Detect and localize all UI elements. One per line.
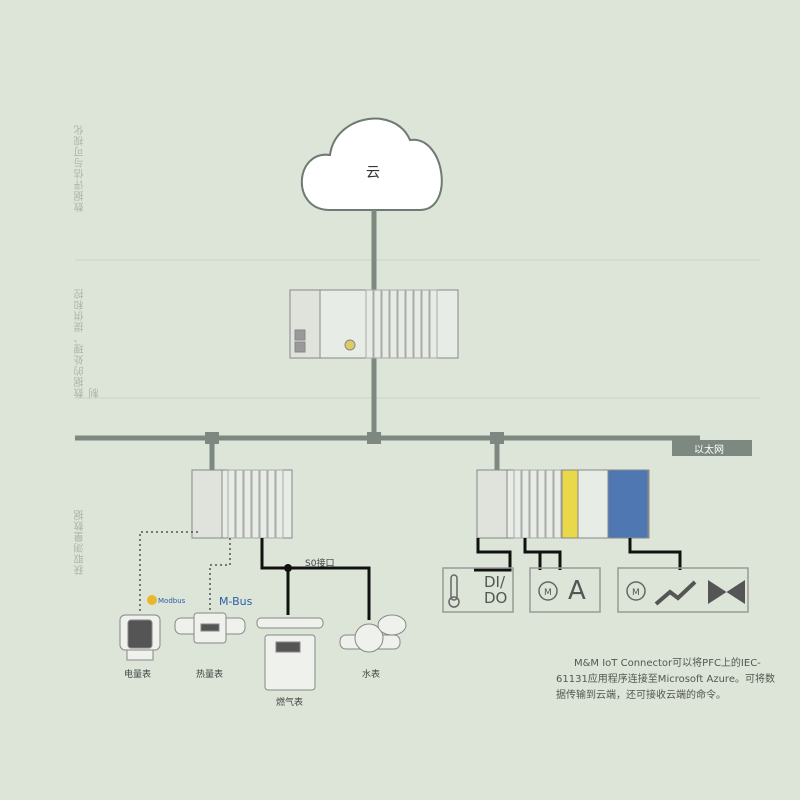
cloud-shape [300, 117, 443, 211]
ethernet-label: 以太网 [694, 445, 724, 456]
terminal-module [397, 289, 406, 359]
terminal-module [381, 289, 390, 359]
terminal-module [275, 469, 284, 539]
ethernet-label-bg [672, 440, 752, 456]
terminal-module [373, 289, 382, 359]
terminal-module [405, 289, 414, 359]
s0-interface-label: S0接口 [305, 559, 335, 569]
svg-text:M: M [544, 588, 552, 598]
terminal-module [429, 289, 438, 359]
terminal-module [243, 469, 252, 539]
meter-label: 水表 [362, 670, 381, 680]
terminal-module [513, 469, 522, 539]
svg-text:Modbus: Modbus [158, 597, 186, 605]
analog-label: A [568, 576, 586, 606]
gas-meter-icon [256, 617, 324, 691]
terminal-module [389, 289, 398, 359]
terminal-module [421, 289, 430, 359]
terminal-module [235, 469, 244, 539]
cloud-label: 云 [366, 165, 380, 181]
label-acquisition: 获取测量数据 [75, 509, 86, 575]
terminal-module [365, 289, 374, 359]
terminal-module [529, 469, 538, 539]
svg-text:M-Bus: M-Bus [219, 595, 253, 608]
dido-label: DI/DO [484, 573, 508, 607]
terminal-module [251, 469, 260, 539]
terminal-module [227, 469, 236, 539]
io-node-left [191, 469, 293, 539]
valve-icon [708, 580, 745, 604]
io-node-right [476, 469, 650, 539]
terminal-module [553, 469, 562, 539]
modbus-logo-icon: Modbus [147, 595, 186, 605]
water-meter-icon [339, 614, 407, 653]
terminal-module [545, 469, 554, 539]
meter-label: 热量表 [196, 670, 224, 680]
label-processing: 数据的处理、提供和控制 [75, 288, 101, 398]
description-note: M&M IoT Connector可以将PFC上的IEC-61131应用程序连接… [556, 658, 775, 701]
meter-label: 燃气表 [276, 698, 304, 708]
terminal-module [413, 289, 422, 359]
label-visualization: 数据评估与可视化 [75, 124, 86, 212]
svg-text:M: M [632, 588, 640, 598]
meter-label: 电量表 [124, 670, 152, 680]
thermometer-icon [448, 574, 460, 608]
terminal-module [267, 469, 276, 539]
motor-icon [538, 581, 646, 601]
electricity-meter-icon [119, 614, 161, 661]
trend-icon [654, 580, 697, 606]
terminal-module [537, 469, 546, 539]
mbus-logo-icon: M-Bus [219, 595, 253, 608]
heat-meter-icon [174, 612, 246, 644]
